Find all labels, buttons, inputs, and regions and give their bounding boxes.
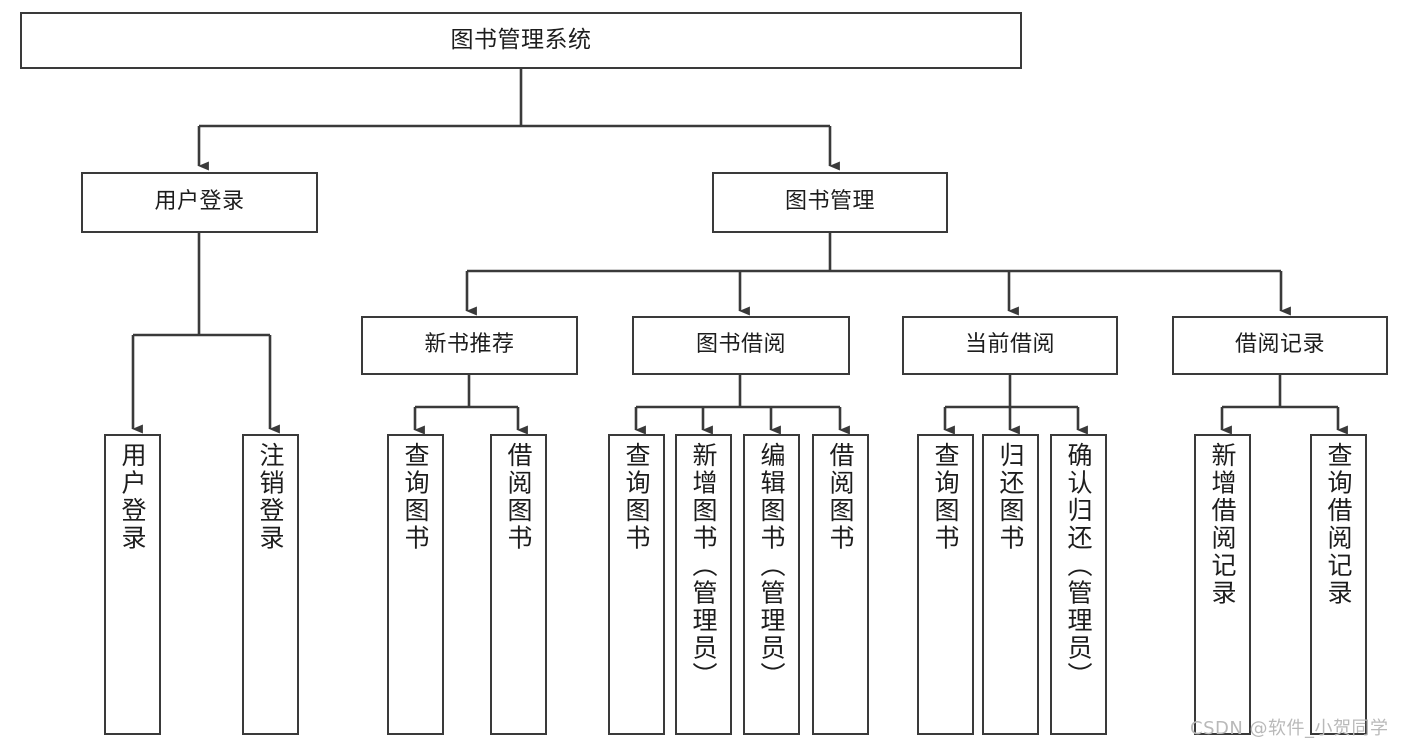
node-user-login[interactable]: 用户登录 <box>81 172 318 233</box>
leaf-edit-book-admin[interactable]: 编辑图书（管理员） <box>743 434 800 735</box>
node-label: 查询图书 <box>931 442 960 552</box>
node-label: 图书管理系统 <box>450 26 592 53</box>
node-book-management[interactable]: 图书管理 <box>712 172 948 233</box>
node-label: 当前借阅 <box>964 332 1055 358</box>
leaf-confirm-return-admin[interactable]: 确认归还（管理员） <box>1050 434 1107 735</box>
node-label: 用户登录 <box>118 442 147 552</box>
leaf-borrow-book-recommend[interactable]: 借阅图书 <box>490 434 547 735</box>
leaf-user-login[interactable]: 用户登录 <box>104 434 161 735</box>
node-root-system[interactable]: 图书管理系统 <box>20 12 1022 69</box>
leaf-borrow-book[interactable]: 借阅图书 <box>812 434 869 735</box>
node-label: 新书推荐 <box>424 332 515 358</box>
node-label: 编辑图书（管理员） <box>757 442 786 690</box>
node-current-borrow[interactable]: 当前借阅 <box>902 316 1118 375</box>
node-label: 图书借阅 <box>695 332 786 358</box>
node-label: 注销登录 <box>256 442 285 552</box>
node-new-book-recommend[interactable]: 新书推荐 <box>361 316 578 375</box>
node-label: 借阅图书 <box>826 442 855 552</box>
node-label: 图书管理 <box>784 189 875 215</box>
node-label: 确认归还（管理员） <box>1064 442 1093 690</box>
leaf-query-book-current[interactable]: 查询图书 <box>917 434 974 735</box>
node-label: 借阅图书 <box>504 442 533 552</box>
leaf-add-book-admin[interactable]: 新增图书（管理员） <box>675 434 732 735</box>
node-label: 查询图书 <box>401 442 430 552</box>
node-label: 用户登录 <box>154 189 245 215</box>
leaf-logout[interactable]: 注销登录 <box>242 434 299 735</box>
node-label: 借阅记录 <box>1234 332 1325 358</box>
node-label: 归还图书 <box>996 442 1025 552</box>
node-label: 查询图书 <box>622 442 651 552</box>
node-label: 新增图书（管理员） <box>689 442 718 690</box>
leaf-add-borrow-record[interactable]: 新增借阅记录 <box>1194 434 1251 735</box>
leaf-query-book-recommend[interactable]: 查询图书 <box>387 434 444 735</box>
leaf-query-book[interactable]: 查询图书 <box>608 434 665 735</box>
node-label: 新增借阅记录 <box>1208 442 1237 607</box>
node-book-borrow[interactable]: 图书借阅 <box>632 316 850 375</box>
leaf-return-book[interactable]: 归还图书 <box>982 434 1039 735</box>
node-borrow-records[interactable]: 借阅记录 <box>1172 316 1388 375</box>
leaf-query-borrow-record[interactable]: 查询借阅记录 <box>1310 434 1367 735</box>
node-label: 查询借阅记录 <box>1324 442 1353 607</box>
csdn-watermark: CSDN @软件_小贺同学 <box>1190 718 1389 739</box>
